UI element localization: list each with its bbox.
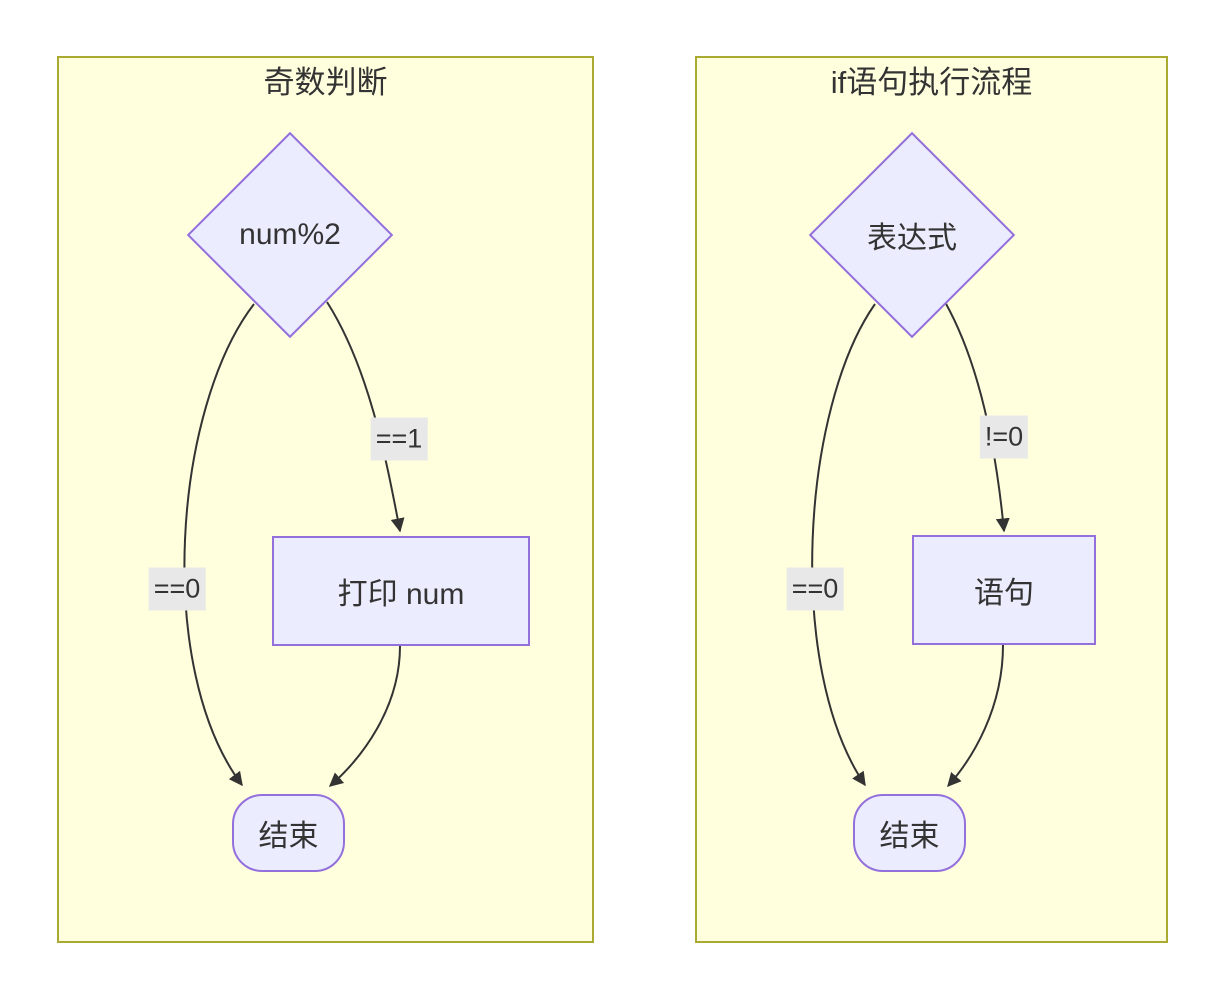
edge-label-true: ==1 bbox=[370, 417, 428, 461]
edge-label-false: ==0 bbox=[148, 567, 206, 611]
edge-process-to-end bbox=[947, 644, 1004, 788]
subgraph-odd-check: 奇数判断 num%2 打印 num 结束 ==0 ==1 bbox=[57, 56, 594, 943]
edge-decision-to-process bbox=[326, 301, 405, 533]
subgraph-title: if语句执行流程 bbox=[830, 65, 1033, 100]
edge-decision-to-end bbox=[183, 303, 255, 787]
decision-node-label: num%2 bbox=[239, 218, 341, 251]
end-node: 结束 bbox=[232, 794, 345, 872]
edge-label-true: !=0 bbox=[979, 415, 1029, 459]
edge-process-to-end bbox=[328, 645, 401, 787]
edge-label-false: ==0 bbox=[786, 567, 844, 611]
process-node: 打印 num bbox=[272, 536, 530, 646]
edge-decision-to-end bbox=[811, 303, 876, 787]
process-node: 语句 bbox=[912, 535, 1096, 645]
edges-layer bbox=[811, 301, 1010, 788]
subgraph-title: 奇数判断 bbox=[263, 65, 388, 100]
edge-decision-to-process bbox=[944, 301, 1010, 533]
decision-node-label: 表达式 bbox=[867, 222, 957, 255]
subgraph-if-flow: if语句执行流程 表达式 语句 结束 ==0 !=0 bbox=[695, 56, 1168, 943]
edges-layer bbox=[183, 301, 405, 787]
end-node: 结束 bbox=[853, 794, 966, 872]
